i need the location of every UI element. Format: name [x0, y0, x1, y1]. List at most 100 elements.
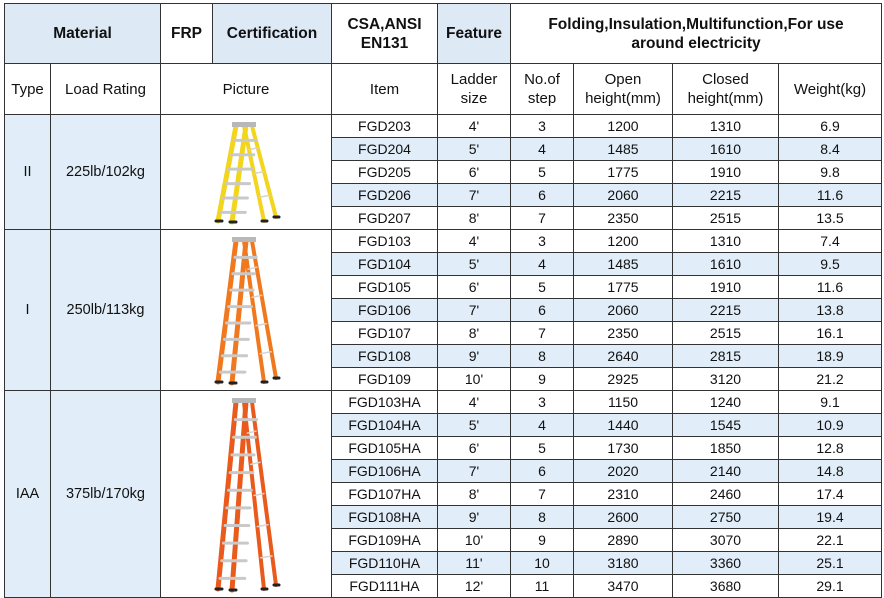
weight-cell: 29.1: [778, 574, 882, 598]
size-cell: 9': [437, 344, 511, 368]
weight-cell: 17.4: [778, 482, 882, 506]
stepladder-icon: [214, 121, 281, 224]
open-cell: 2600: [573, 505, 673, 529]
steps-cell: 6: [510, 183, 574, 207]
size-cell: 12': [437, 574, 511, 598]
open-cell: 1485: [573, 252, 673, 276]
item-cell: FGD205: [331, 160, 438, 184]
closed-cell: 1240: [672, 390, 779, 414]
size-cell: 6': [437, 160, 511, 184]
weight-cell: 14.8: [778, 459, 882, 483]
ladder-picture: [160, 390, 332, 598]
weight-cell: 16.1: [778, 321, 882, 345]
load-rating-cell: 250lb/113kg: [50, 229, 161, 391]
open-cell: 1200: [573, 114, 673, 138]
steps-cell: 4: [510, 413, 574, 437]
size-cell: 10': [437, 528, 511, 552]
size-cell: 7': [437, 298, 511, 322]
open-cell: 1200: [573, 229, 673, 253]
steps-cell: 5: [510, 436, 574, 460]
weight-cell: 9.1: [778, 390, 882, 414]
material-label: Material: [4, 3, 161, 64]
steps-cell: 6: [510, 298, 574, 322]
type-cell: IAA: [4, 390, 51, 598]
steps-cell: 3: [510, 114, 574, 138]
closed-cell: 1910: [672, 160, 779, 184]
weight-cell: 8.4: [778, 137, 882, 161]
size-cell: 4': [437, 390, 511, 414]
stepladder-icon: [214, 397, 281, 592]
open-cell: 2350: [573, 321, 673, 345]
closed-cell: 1545: [672, 413, 779, 437]
steps-cell: 9: [510, 528, 574, 552]
steps-cell: 7: [510, 321, 574, 345]
load-rating-cell: 375lb/170kg: [50, 390, 161, 598]
item-cell: FGD103HA: [331, 390, 438, 414]
closed-cell: 1610: [672, 252, 779, 276]
size-cell: 8': [437, 321, 511, 345]
steps-cell: 10: [510, 551, 574, 575]
size-cell: 4': [437, 229, 511, 253]
closed-cell: 1850: [672, 436, 779, 460]
size-cell: 5': [437, 137, 511, 161]
item-cell: FGD107HA: [331, 482, 438, 506]
type-cell: II: [4, 114, 51, 230]
item-cell: FGD206: [331, 183, 438, 207]
closed-cell: 2515: [672, 206, 779, 230]
steps-cell: 5: [510, 275, 574, 299]
item-cell: FGD105HA: [331, 436, 438, 460]
size-cell: 7': [437, 459, 511, 483]
size-cell: 9': [437, 505, 511, 529]
open-cell: 2350: [573, 206, 673, 230]
size-cell: 5': [437, 252, 511, 276]
weight-cell: 7.4: [778, 229, 882, 253]
weight-cell: 25.1: [778, 551, 882, 575]
item-cell: FGD203: [331, 114, 438, 138]
col-load-header: Load Rating: [50, 63, 161, 115]
open-cell: 2060: [573, 298, 673, 322]
size-cell: 11': [437, 551, 511, 575]
open-cell: 3180: [573, 551, 673, 575]
open-cell: 1485: [573, 137, 673, 161]
open-cell: 2020: [573, 459, 673, 483]
feature-label: Feature: [437, 3, 511, 64]
closed-cell: 2215: [672, 298, 779, 322]
weight-cell: 11.6: [778, 275, 882, 299]
closed-cell: 1310: [672, 229, 779, 253]
item-cell: FGD204: [331, 137, 438, 161]
weight-cell: 9.5: [778, 252, 882, 276]
open-cell: 2310: [573, 482, 673, 506]
steps-cell: 8: [510, 344, 574, 368]
col-type-header: Type: [4, 63, 51, 115]
closed-cell: 3360: [672, 551, 779, 575]
item-cell: FGD108HA: [331, 505, 438, 529]
type-cell: I: [4, 229, 51, 391]
closed-cell: 2750: [672, 505, 779, 529]
item-cell: FGD207: [331, 206, 438, 230]
open-cell: 2060: [573, 183, 673, 207]
item-cell: FGD104: [331, 252, 438, 276]
steps-cell: 7: [510, 482, 574, 506]
open-cell: 1730: [573, 436, 673, 460]
item-cell: FGD111HA: [331, 574, 438, 598]
steps-cell: 8: [510, 505, 574, 529]
stepladder-icon: [214, 236, 281, 385]
closed-cell: 2815: [672, 344, 779, 368]
ladder-picture: [160, 229, 332, 391]
item-cell: FGD104HA: [331, 413, 438, 437]
